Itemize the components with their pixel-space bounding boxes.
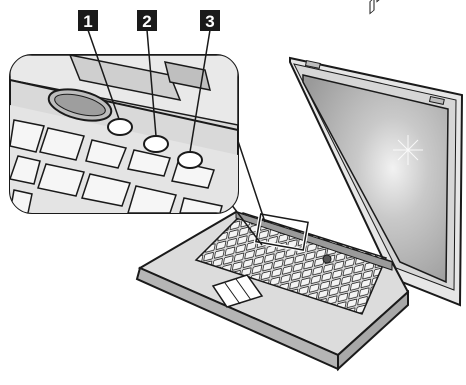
callout-3: 3 [189,10,220,153]
lid-latch-right [428,95,445,105]
zoom-connector-lines [227,131,266,246]
callout-3-leader [189,29,211,153]
laptop-base-side [337,289,409,372]
zoom-hinge-edge [10,79,238,131]
callout-1: 1 [78,10,120,120]
callout-1-number: 1 [83,12,92,31]
zoom-inset [9,54,239,214]
lid-latch-left [304,59,321,69]
callout-1-leader [87,29,120,120]
touchpad-button-divider [224,282,241,305]
button-3[interactable] [177,151,203,169]
laptop-screen [302,74,449,284]
laptop-hinge [235,211,393,271]
callout-2-box [137,10,157,31]
screen-glare [393,135,423,165]
button-2[interactable] [143,135,169,153]
callout-3-box [200,10,220,31]
zoom-hinge-block-2 [163,61,212,91]
callout-2-leader [146,29,157,137]
callout-2-number: 2 [142,12,151,31]
side-ports [369,0,382,15]
button-1[interactable] [107,118,133,136]
callout-2: 2 [137,10,157,137]
keyboard [194,212,388,315]
laptop-illustration [135,0,464,372]
zoom-keys [10,119,223,213]
highlight-box-outline [255,213,309,251]
callout-3-number: 3 [205,12,214,31]
trackpoint [322,254,332,264]
touchpad-button-divider-2 [235,278,252,301]
callout-1-box [78,10,98,31]
zoom-oval-slot-inner [54,93,106,117]
